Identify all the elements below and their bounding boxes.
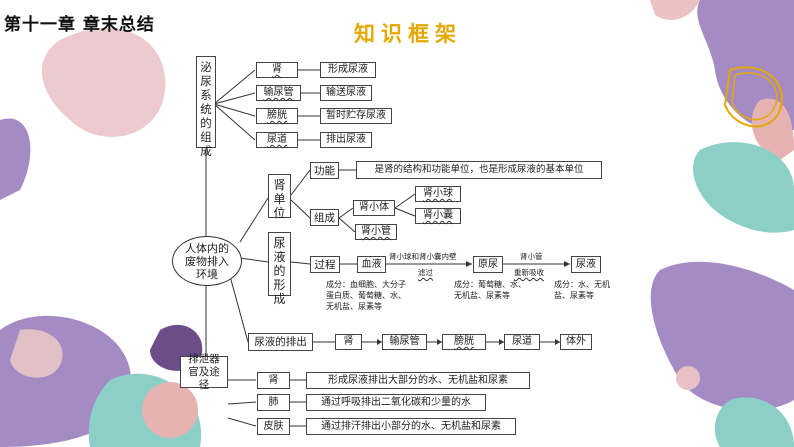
excretion-skin: 皮肤 (257, 418, 290, 435)
excretion-lung-desc: 通过呼吸排出二氧化碳和少量的水 (306, 394, 486, 411)
filtration-site: 肾小球和肾小囊内壁 (389, 252, 457, 261)
primary-urine-components: 成分：葡萄糖、水、无机盐、尿素等 (454, 280, 526, 300)
excretion-kidney-desc: 形成尿液排出大部分的水、无机盐和尿素 (306, 372, 530, 389)
process-label: 过程 (310, 256, 340, 273)
blood-node: 血液 (357, 256, 386, 273)
function-form-urine: 形成尿液 (320, 62, 376, 78)
urine-components: 成分：水、无机盐、尿素等 (554, 280, 610, 300)
organ-kidney: 肾 (256, 62, 298, 78)
kidney-corpuscle: 肾小体 (353, 200, 395, 216)
function-transport-urine: 输送尿液 (320, 85, 372, 101)
organ-ureter: 输尿管 (256, 85, 301, 101)
reabsorption-site: 肾小管 (520, 252, 543, 261)
excretion-lung: 肺 (257, 394, 290, 411)
capsule: 肾小囊 (415, 208, 461, 224)
discharge-outside: 体外 (560, 334, 592, 350)
function-label: 功能 (310, 162, 339, 179)
urine-node: 尿液 (571, 256, 601, 273)
formation-title: 尿液的形成 (268, 232, 291, 306)
discharge-urethra: 尿道 (504, 334, 540, 350)
center-node: 人体内的废物排入环境 (172, 236, 242, 286)
glomerulus: 肾小球 (415, 186, 461, 202)
filtration-label: 滤过 (418, 268, 433, 277)
organ-bladder: 膀胱 (256, 108, 298, 124)
discharge-ureter: 输尿管 (382, 334, 427, 350)
excretion-title: 排泄器官及途径 (180, 353, 228, 391)
discharge-kidney: 肾 (335, 334, 362, 350)
nephron-title: 肾单位 (268, 174, 291, 220)
discharge-title: 尿液的排出 (248, 333, 313, 351)
function-excrete-urine: 排出尿液 (320, 132, 372, 148)
section-title: 知识框架 (354, 21, 462, 46)
primary-urine-node: 原尿 (473, 256, 503, 273)
organ-urethra: 尿道 (256, 132, 298, 148)
composition-label: 组成 (310, 209, 339, 226)
urinary-system-title: 泌尿系统的组成 (196, 56, 216, 158)
chapter-title: 第十一章 章末总结 (4, 15, 155, 35)
renal-tubule: 肾小管 (355, 224, 397, 240)
excretion-kidney: 肾 (257, 372, 290, 389)
function-store-urine: 暂时贮存尿液 (320, 108, 392, 124)
nephron-function-text: 是肾的结构和功能单位，也是形成尿液的基本单位 (356, 161, 602, 179)
blood-components: 成分：血细胞、大分子蛋白质、葡萄糖、水、无机盐、尿素等 (326, 280, 406, 311)
discharge-bladder: 膀胱 (442, 334, 486, 350)
excretion-skin-desc: 通过排汗排出小部分的水、无机盐和尿素 (306, 418, 516, 435)
reabsorption-label: 重新吸收 (514, 268, 544, 277)
